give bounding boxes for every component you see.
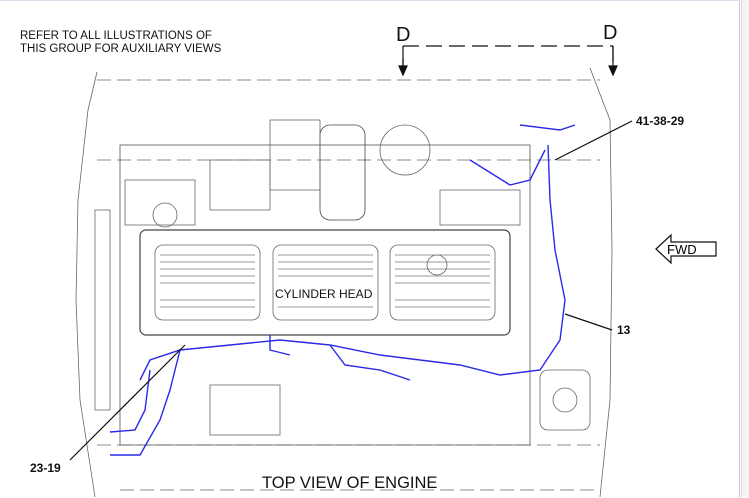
scrollbar[interactable] (741, 0, 749, 497)
forward-arrow-icon (655, 233, 717, 265)
note-line-1: REFER TO ALL ILLUSTRATIONS OF (20, 30, 212, 42)
note-line-2: THIS GROUP FOR AUXILIARY VIEWS (20, 43, 222, 55)
section-marker-right: D (603, 22, 618, 44)
cylinder-head-label: CYLINDER HEAD (274, 287, 374, 301)
callout-41-38-29[interactable]: 41-38-29 (636, 114, 685, 128)
section-marker-left: D (396, 24, 411, 46)
auxiliary-views-note: REFER TO ALL ILLUSTRATIONS OF THIS GROUP… (20, 30, 221, 56)
leader-41-38-29 (554, 120, 633, 161)
wiring-harness (109, 124, 576, 456)
fwd-label: FWD (667, 242, 697, 257)
leader-23-19 (69, 344, 186, 461)
diagram-title: TOP VIEW OF ENGINE (262, 474, 438, 492)
forward-arrow: FWD (655, 233, 719, 270)
leader-13 (564, 313, 613, 331)
frame-right-edge (589, 67, 613, 497)
callout-23-19[interactable]: 23-19 (30, 461, 61, 475)
frame-left-edge (75, 71, 98, 497)
callout-13[interactable]: 13 (617, 323, 631, 337)
